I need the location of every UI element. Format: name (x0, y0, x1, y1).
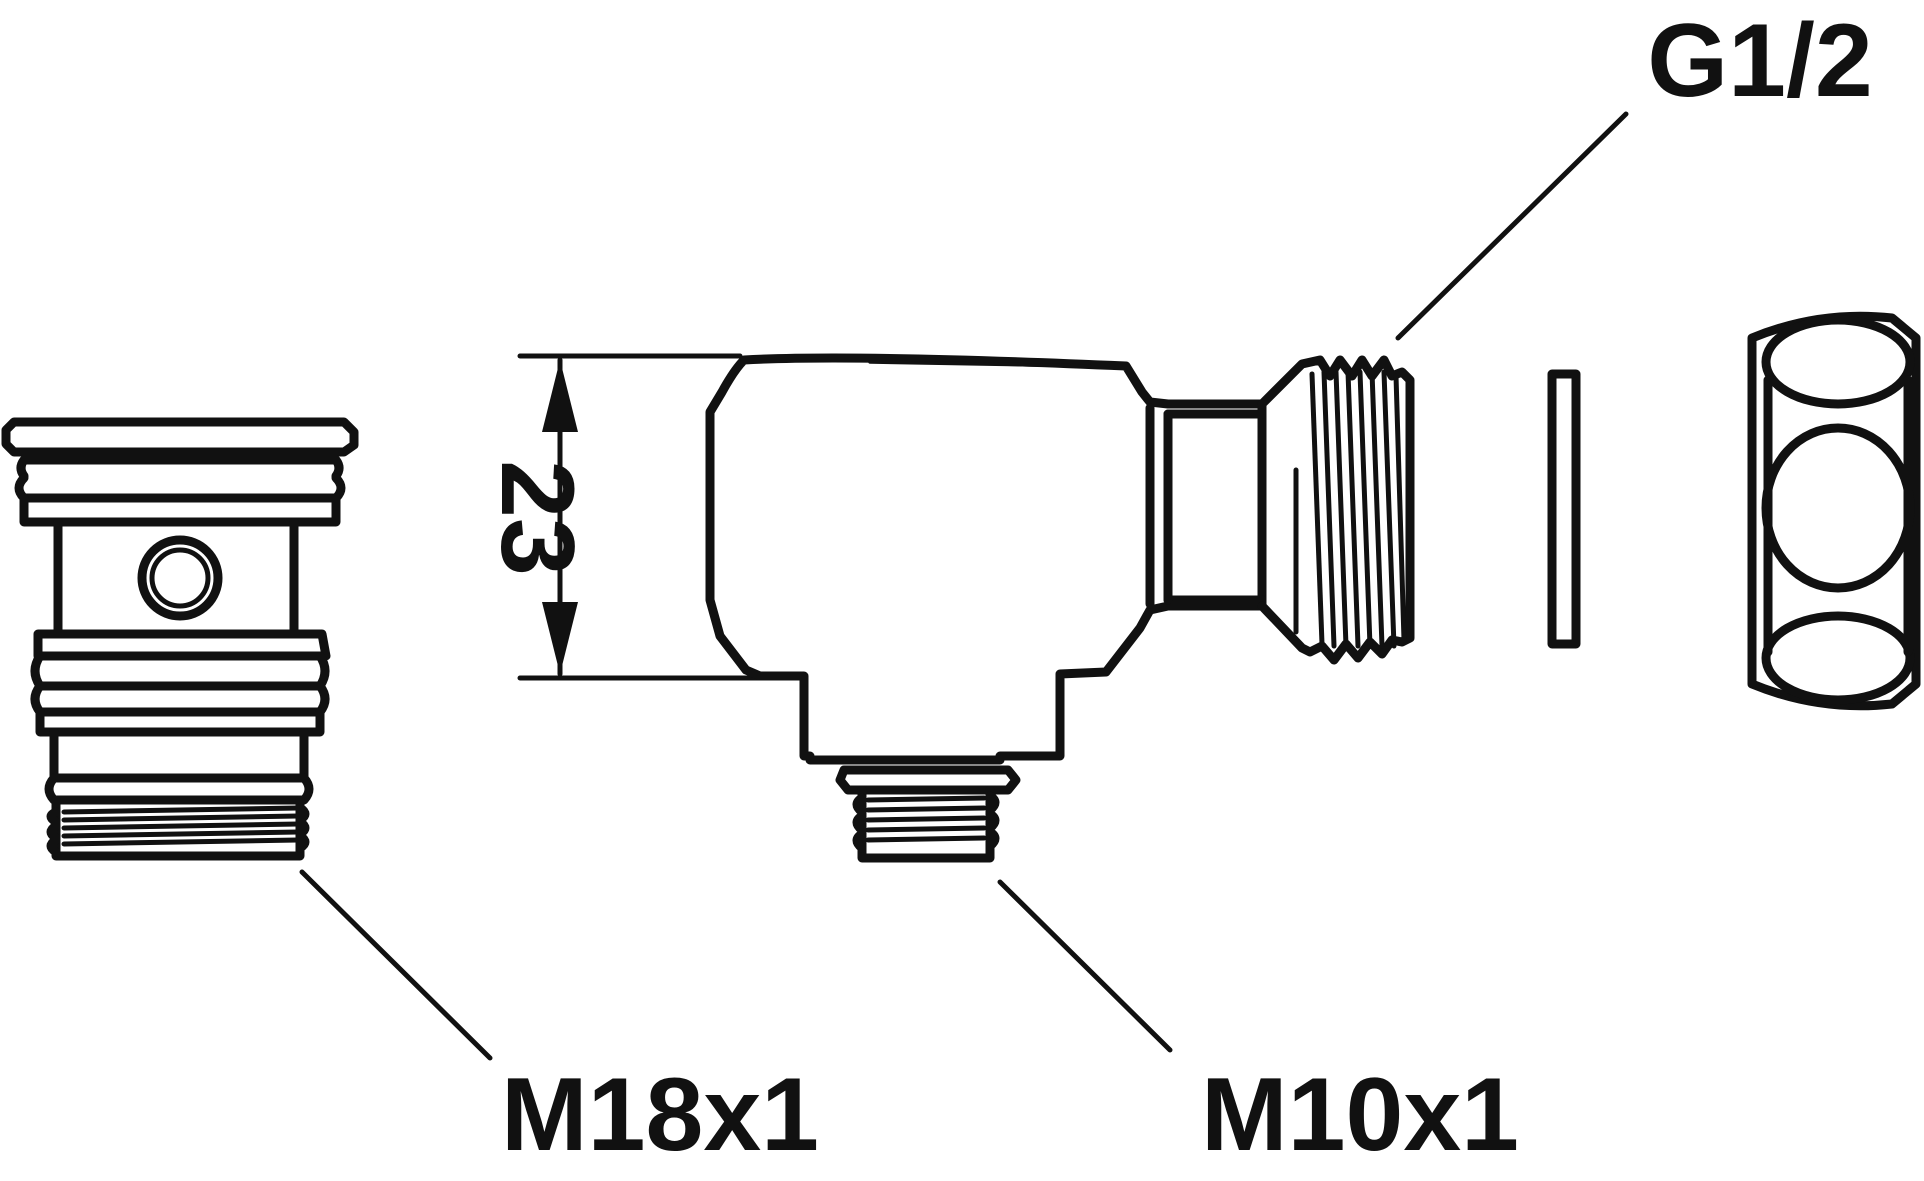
label-dimension-23: 23 (479, 460, 595, 576)
gasket-part (1547, 369, 1581, 649)
label-m18x1: M18x1 (501, 1057, 819, 1173)
center-body-part (705, 111, 1629, 1053)
nut-part (1747, 311, 1921, 711)
dimension-23 (517, 353, 763, 681)
label-g1-2: G1/2 (1647, 3, 1872, 119)
left-adapter-part (1, 417, 493, 1061)
label-m10x1: M10x1 (1201, 1057, 1519, 1173)
